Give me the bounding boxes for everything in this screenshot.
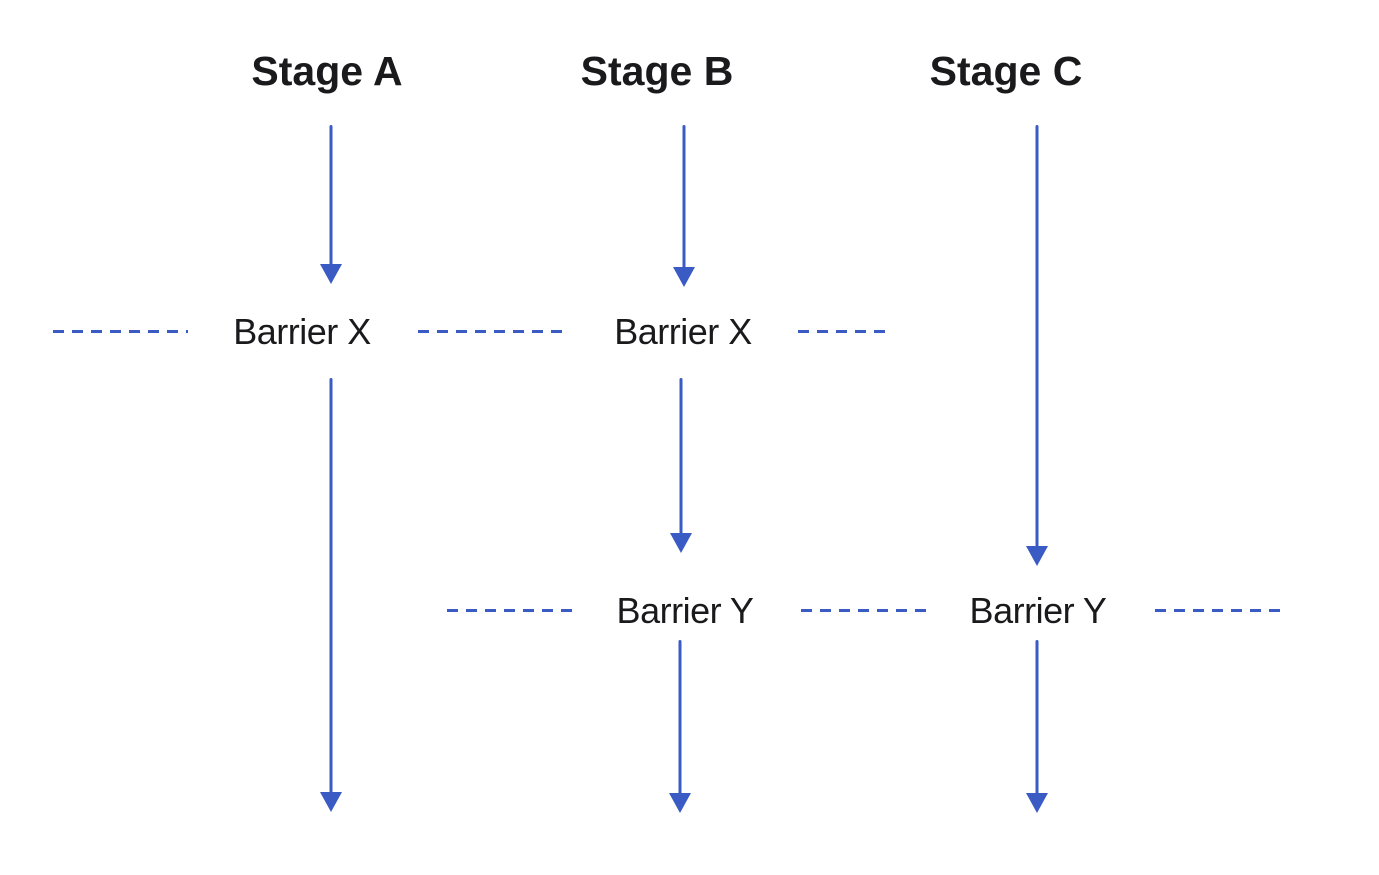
arrow-shaft (679, 378, 683, 537)
stage-b-arrow-to-barrier-x-icon (673, 125, 695, 287)
stage-b-arrow-to-barrier-y-icon (670, 378, 692, 553)
arrow-head-icon (670, 533, 692, 553)
stage-a-label: Stage A (251, 48, 403, 94)
barrier-y-label-stage-b: Barrier Y (610, 590, 760, 632)
arrow-shaft (329, 378, 333, 796)
arrow-shaft (678, 640, 682, 797)
arrow-head-icon (320, 792, 342, 812)
stage-a-arrow-to-end-icon (320, 378, 342, 812)
barrier-y-dash-middle (801, 609, 926, 612)
barrier-x-label-stage-a: Barrier X (227, 311, 377, 353)
arrow-head-icon (673, 267, 695, 287)
stage-c-arrow-to-end-icon (1026, 640, 1048, 813)
arrow-head-icon (669, 793, 691, 813)
barrier-y-label-stage-c: Barrier Y (963, 590, 1113, 632)
barrier-x-label-stage-b: Barrier X (608, 311, 758, 353)
arrow-shaft (682, 125, 686, 271)
barrier-y-dash-right (1155, 609, 1282, 612)
stage-b-label: Stage B (580, 48, 734, 94)
arrow-head-icon (320, 264, 342, 284)
stage-b-arrow-to-end-icon (669, 640, 691, 813)
arrow-head-icon (1026, 793, 1048, 813)
stage-c-label: Stage C (929, 48, 1083, 94)
arrow-shaft (1035, 640, 1039, 797)
barrier-x-dash-right (798, 330, 888, 333)
arrow-shaft (329, 125, 333, 268)
barrier-x-dash-left (53, 330, 188, 333)
arrow-shaft (1035, 125, 1039, 550)
barrier-y-dash-left (447, 609, 573, 612)
stage-c-arrow-to-barrier-y-icon (1026, 125, 1048, 566)
arrow-head-icon (1026, 546, 1048, 566)
barrier-x-dash-middle (418, 330, 570, 333)
stage-a-arrow-to-barrier-x-icon (320, 125, 342, 284)
